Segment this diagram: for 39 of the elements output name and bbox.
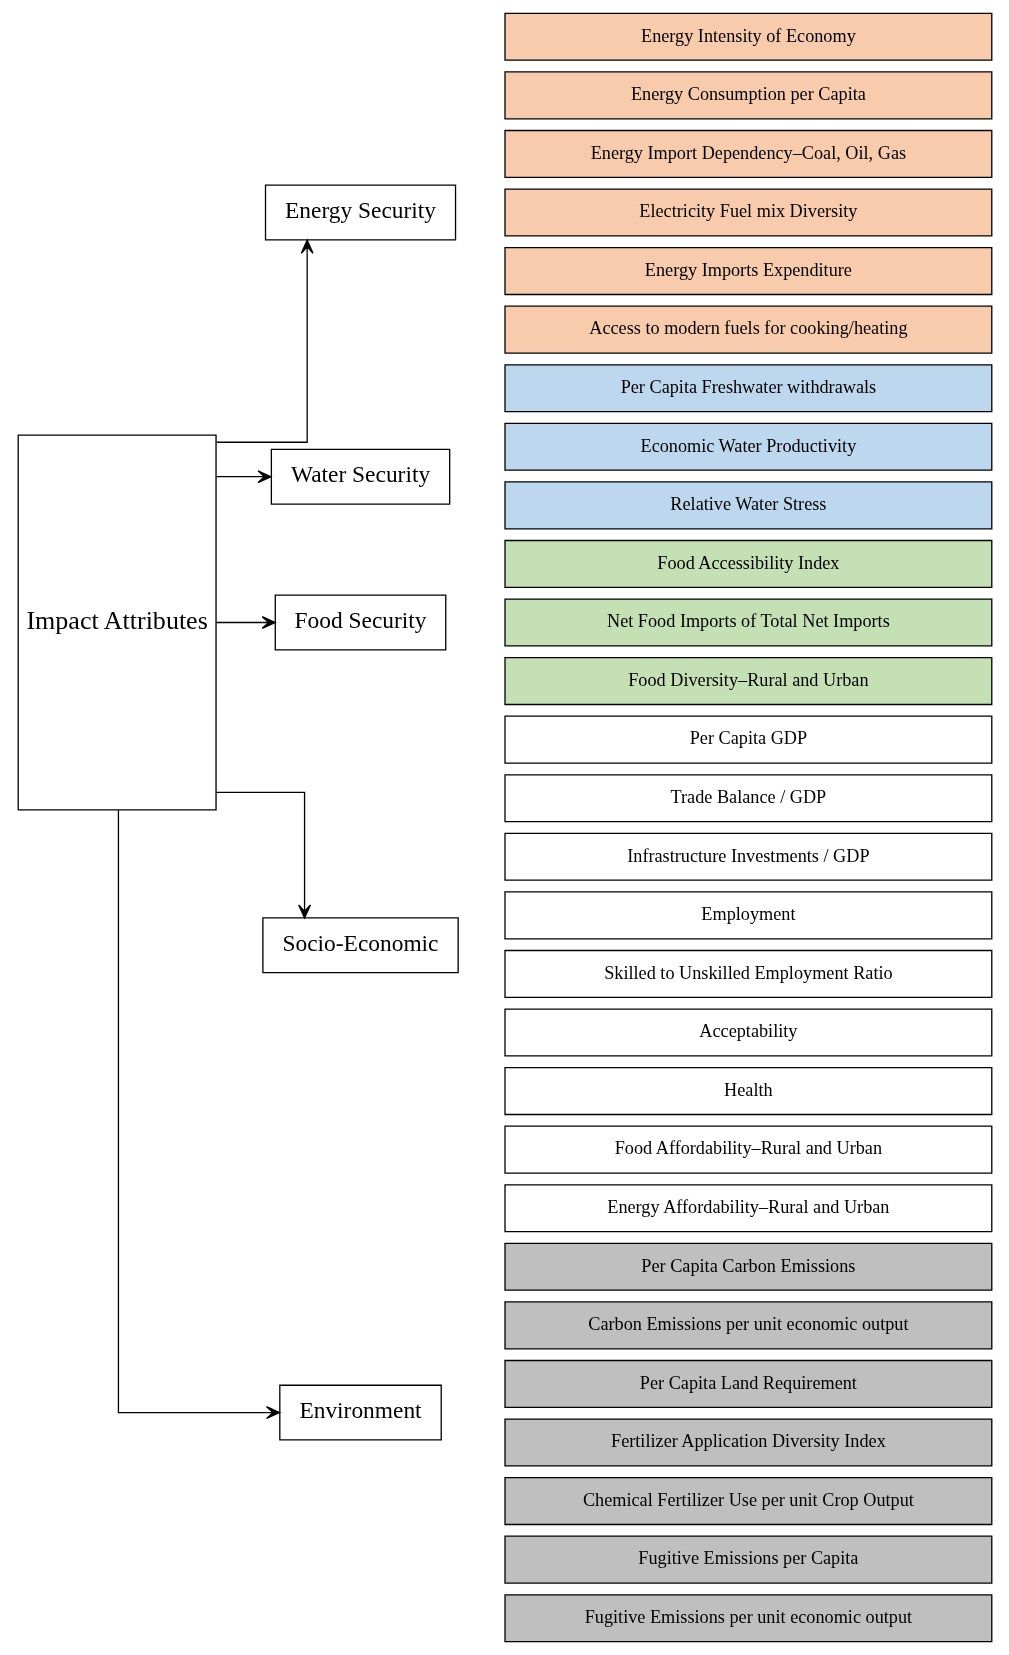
node-box: Energy Intensity of Economy: [503, 12, 992, 61]
node-box: Socio-Economic: [261, 917, 459, 974]
node-box: Chemical Fertilizer Use per unit Crop Output: [503, 1477, 992, 1526]
node-box: Fertilizer Application Diversity Index: [503, 1418, 992, 1467]
node-box: Skilled to Unskilled Employment Ratio: [503, 949, 992, 998]
node-box: Energy Imports Expenditure: [503, 247, 992, 296]
node-box: Access to modern fuels for cooking/heating: [503, 305, 992, 354]
node-box: Food Diversity–Rural and Urban: [503, 657, 992, 706]
arrow: [215, 616, 276, 629]
node-box: Per Capita GDP: [503, 715, 992, 764]
node-box: Environment: [278, 1384, 442, 1441]
node-box: Per Capita Carbon Emissions: [503, 1242, 992, 1291]
arrow: [117, 809, 280, 1420]
arrow: [215, 239, 314, 443]
node-box: Net Food Imports of Total Net Imports: [503, 598, 992, 647]
node-box: Fugitive Emissions per Capita: [503, 1535, 992, 1584]
node-box: Infrastructure Investments / GDP: [503, 832, 992, 881]
node-box: Economic Water Productivity: [503, 422, 992, 471]
node-box: Energy Security: [264, 184, 456, 241]
node-box: Food Security: [274, 594, 446, 651]
node-box: Impact Attributes: [17, 434, 217, 811]
node-box: Relative Water Stress: [503, 481, 992, 530]
node-box: Fugitive Emissions per unit economic output: [503, 1594, 992, 1643]
node-box: Energy Consumption per Capita: [503, 71, 992, 120]
node-box: Per Capita Land Requirement: [503, 1359, 992, 1408]
node-box: Employment: [503, 891, 992, 940]
node-box: Food Accessibility Index: [503, 539, 992, 588]
node-box: Per Capita Freshwater withdrawals: [503, 364, 992, 413]
node-box: Water Security: [270, 448, 450, 505]
arrow: [215, 791, 311, 919]
node-box: Energy Import Dependency–Coal, Oil, Gas: [503, 129, 992, 178]
arrow: [215, 470, 272, 484]
node-box: Health: [503, 1067, 992, 1116]
node-box: Electricity Fuel mix Diversity: [503, 188, 992, 237]
node-box: Energy Affordability–Rural and Urban: [503, 1184, 992, 1233]
node-box: Carbon Emissions per unit economic output: [503, 1301, 992, 1350]
node-box: Food Affordability–Rural and Urban: [503, 1125, 992, 1174]
node-box: Trade Balance / GDP: [503, 774, 992, 823]
node-box: Acceptability: [503, 1008, 992, 1057]
